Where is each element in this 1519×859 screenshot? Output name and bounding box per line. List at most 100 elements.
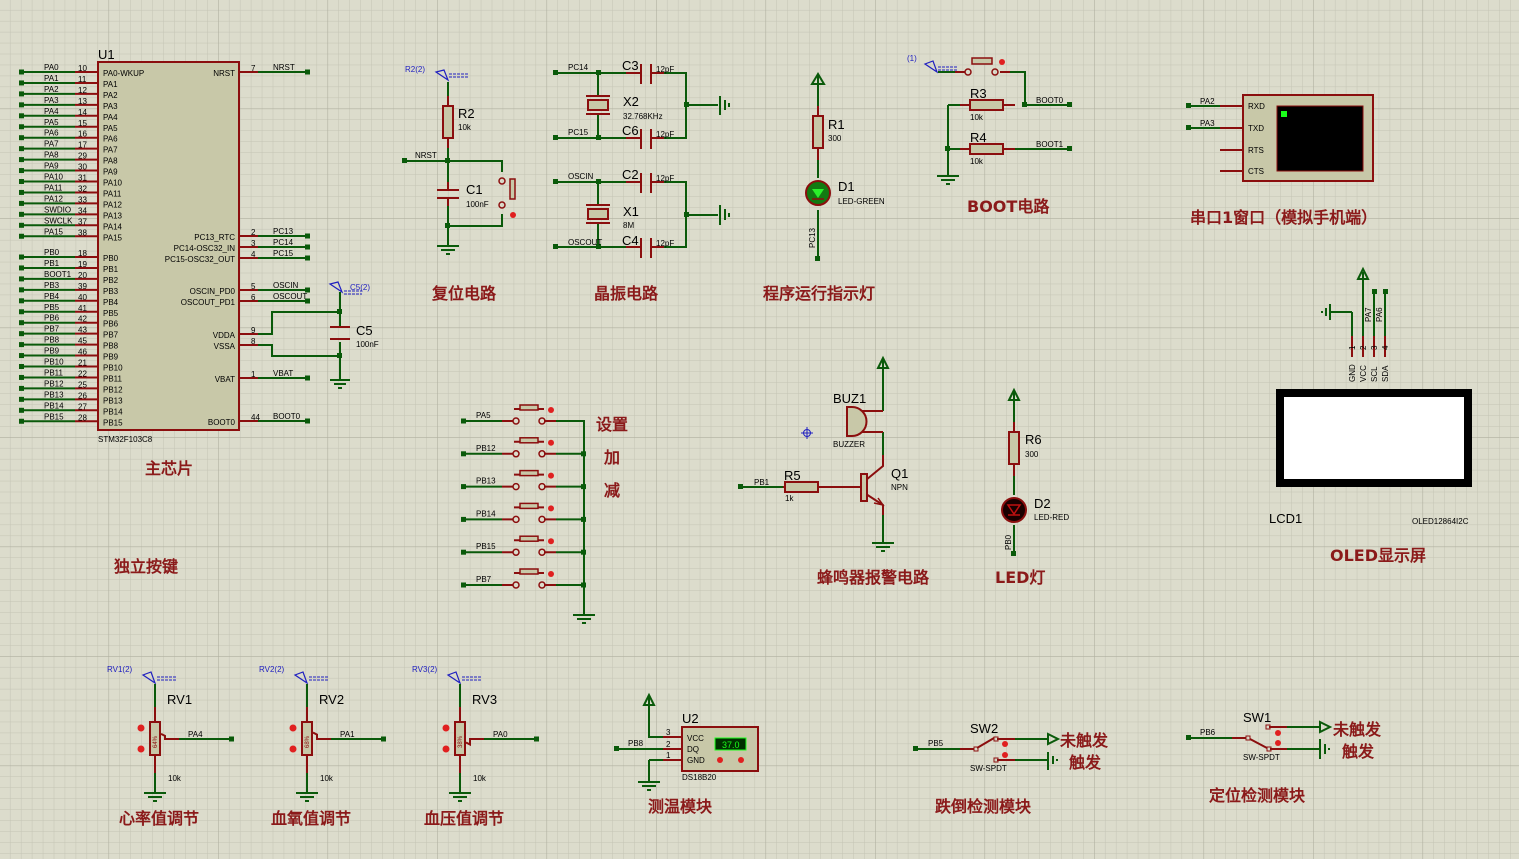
- r5-resistor[interactable]: [784, 481, 819, 493]
- u1-net-label: PB10: [44, 358, 64, 367]
- r2-resistor[interactable]: [442, 105, 454, 139]
- r1-resistor[interactable]: [812, 115, 824, 149]
- u1-pin-name: PB9: [103, 353, 119, 362]
- r1-ref: R1: [828, 117, 845, 132]
- sw1-net-label: PB6: [1200, 728, 1216, 737]
- sw2-spdt-switch[interactable]: PB5 SW2 SW-SPDT 未触发 触发: [913, 721, 1109, 773]
- ds-pin-num: 1: [666, 751, 671, 760]
- sw1-toggle-up[interactable]: [1275, 730, 1281, 736]
- u1-pin-number: 27: [78, 402, 87, 411]
- u1-net-label: PA11: [44, 183, 63, 192]
- button-actuator-icon[interactable]: [548, 505, 554, 512]
- u1-pin-name: PB14: [103, 407, 123, 416]
- pot-body[interactable]: [301, 721, 313, 756]
- u1-pin-number: 1: [251, 370, 256, 379]
- sw2-toggle-down[interactable]: [1002, 752, 1008, 758]
- section-title-fall: 跌倒检测模块: [935, 797, 1032, 816]
- sw2-toggle-up[interactable]: [1002, 741, 1008, 747]
- crystal-circuit[interactable]: PC14 PC15 X2 32.768KHz C3 12pF C6 12pF O…: [553, 58, 730, 258]
- ds18b20-sensor[interactable]: PB8 3 2 1 VCC DQ GND 37.0 U2 DS18B20: [614, 692, 759, 791]
- u1-pin-name: PA14: [103, 222, 123, 231]
- u1-pin-name: PA8: [103, 157, 118, 166]
- temp-up-button[interactable]: [738, 757, 744, 763]
- pot-decrease-button[interactable]: [442, 745, 450, 753]
- pot-decrease-button[interactable]: [289, 745, 297, 753]
- pot-body[interactable]: [454, 721, 466, 756]
- oled-pin-number: 3: [1370, 345, 1379, 350]
- r6-resistor[interactable]: [1008, 431, 1020, 465]
- section-title-uart: 串口1窗口（模拟手机端）: [1190, 208, 1377, 227]
- pushbutton[interactable]: PA5: [461, 404, 584, 425]
- u1-pin-number: 43: [78, 326, 87, 335]
- pushbutton[interactable]: PB12: [461, 437, 586, 458]
- oled-screen[interactable]: [1284, 397, 1464, 479]
- led-red-circuit[interactable]: R6 300 D2 LED-RED PB0: [1001, 387, 1069, 556]
- pot-increase-button[interactable]: [442, 724, 450, 732]
- u1-pin-number: 25: [78, 380, 87, 389]
- sw2-ref: SW2: [970, 721, 998, 736]
- boot-circuit[interactable]: (1) R3 10k R4 10k BOOT0 BOOT1: [907, 54, 1072, 185]
- reset-pushbutton[interactable]: [509, 178, 516, 200]
- u1-net-label: BOOT0: [273, 412, 301, 421]
- x2-ref: X2: [623, 94, 639, 109]
- pot-ref: RV3: [472, 692, 497, 707]
- buz1-ref: BUZ1: [833, 391, 866, 406]
- u1-pin-name: PA2: [103, 91, 118, 100]
- x1-crystal[interactable]: [587, 208, 609, 220]
- boot-probe-label: (1): [907, 54, 917, 63]
- pot-decrease-button[interactable]: [137, 745, 145, 753]
- buzzer-circuit[interactable]: PB1 R5 1k BUZ1 BUZZER Q1 NPN: [738, 355, 908, 552]
- u1-net-label: OSCIN: [273, 281, 299, 290]
- button-actuator-icon[interactable]: [510, 212, 516, 218]
- pot-increase-button[interactable]: [289, 724, 297, 732]
- c6-ref: C6: [622, 123, 639, 138]
- r3-resistor[interactable]: [969, 99, 1004, 111]
- pushbutton[interactable]: PB14: [461, 502, 586, 524]
- buzzer-icon[interactable]: [846, 406, 868, 437]
- sw1-toggle-down[interactable]: [1275, 740, 1281, 746]
- button-actuator-icon[interactable]: [548, 571, 554, 577]
- reset-circuit[interactable]: R2(2) R2 10k NRST C1 100nF: [402, 65, 516, 255]
- button-actuator-icon[interactable]: [548, 407, 554, 413]
- uart-terminal[interactable]: PA2 PA3 RXD TXD RTS CTS: [1186, 94, 1374, 182]
- q1-transistor[interactable]: [860, 473, 868, 502]
- u1-net-label: PA8: [44, 151, 59, 160]
- c5-decoupling[interactable]: C5(2) C5 100nF: [258, 281, 379, 389]
- run-led-circuit[interactable]: R1 300 D1 LED-GREEN PC13: [805, 72, 885, 261]
- u1-body[interactable]: [97, 61, 240, 431]
- probe-icon: [923, 60, 939, 74]
- potentiometers[interactable]: RV1(2)RV1PA464%10k心率值调节RV2(2)RV2PA168%10…: [107, 665, 539, 828]
- temp-down-button[interactable]: [717, 757, 723, 763]
- uart-screen[interactable]: [1276, 105, 1364, 172]
- pot-body[interactable]: [149, 721, 161, 756]
- u1-net-label: OSCOUT: [273, 292, 307, 301]
- boot-pushbutton[interactable]: [971, 57, 993, 65]
- u1-pin-number: 31: [78, 174, 87, 183]
- u1-pin-name: PA4: [103, 113, 118, 122]
- r2-value: 10k: [458, 123, 472, 132]
- button-actuator-icon[interactable]: [999, 59, 1005, 65]
- x2-crystal[interactable]: [587, 99, 609, 111]
- pot-increase-button[interactable]: [137, 724, 145, 732]
- u1-pin-name: PA9: [103, 168, 118, 177]
- button-actuator-icon[interactable]: [548, 538, 554, 545]
- r1-value: 300: [828, 134, 842, 143]
- button-actuator-icon[interactable]: [548, 472, 554, 479]
- u1-pin-name: PA3: [103, 102, 118, 111]
- u2-ref: U2: [682, 711, 699, 726]
- oled-pin-name: SCL: [1370, 366, 1379, 382]
- uart-cursor-icon: [1281, 111, 1287, 117]
- u1-net-label: PB0: [44, 248, 60, 257]
- button-actuator-icon[interactable]: [548, 439, 554, 446]
- u1-pin-name: BOOT0: [208, 418, 236, 427]
- d2-led-red-icon[interactable]: [1001, 497, 1027, 523]
- sw1-spdt-switch[interactable]: PB6 SW1 SW-SPDT 未触发 触发: [1186, 710, 1382, 762]
- r4-resistor[interactable]: [969, 143, 1004, 155]
- pot-value: 10k: [320, 774, 334, 783]
